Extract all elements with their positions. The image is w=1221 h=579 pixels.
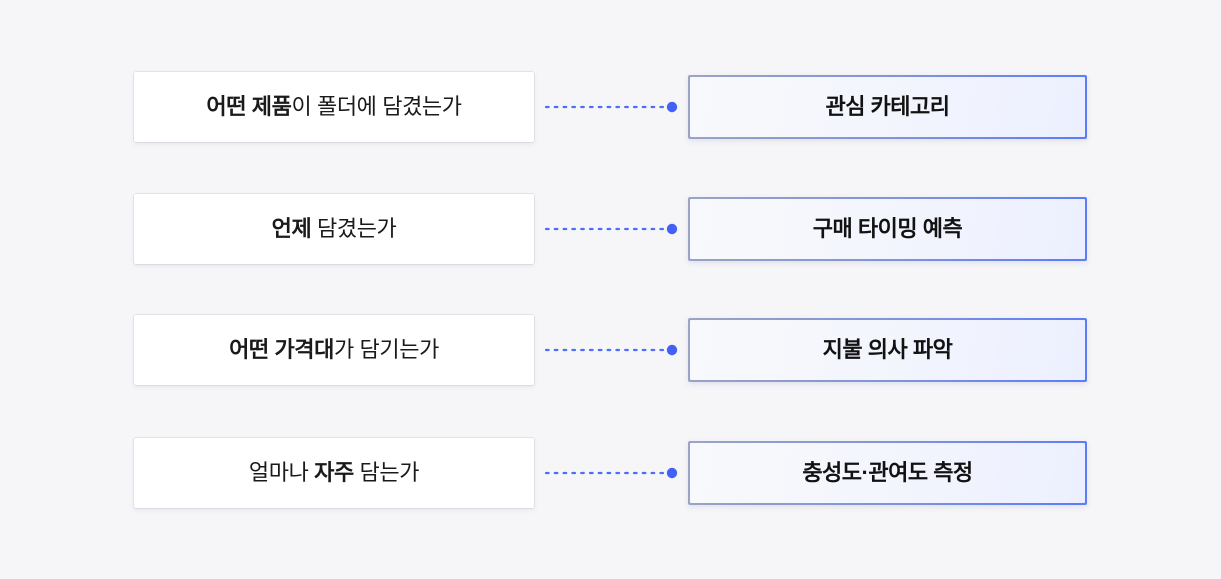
question-emphasis-3: 어떤 가격대 — [229, 337, 334, 362]
connector-end-dot-icon — [666, 467, 678, 479]
question-text-1: 어떤 제품이 폴더에 담겼는가 — [206, 94, 462, 119]
question-text-4: 얼마나 자주 담는가 — [248, 460, 420, 485]
insight-label-3: 지불 의사 파악 — [822, 337, 953, 362]
question-rest-1: 이 폴더에 담겼는가 — [291, 94, 462, 119]
insight-label-4: 충성도·관여도 측정 — [802, 460, 973, 485]
insight-label-2: 구매 타이밍 예측 — [812, 216, 963, 241]
dashed-line-icon — [544, 223, 678, 235]
insight-box-3[interactable]: 지불 의사 파악 — [688, 318, 1087, 382]
diagram-row: 얼마나 자주 담는가 충성도·관여도 측정 — [0, 438, 1221, 508]
question-text-3: 어떤 가격대가 담기는가 — [229, 339, 439, 361]
question-emphasis-2: 언제 — [271, 216, 312, 241]
question-rest-4: 담는가 — [353, 460, 420, 485]
question-box-1[interactable]: 어떤 제품이 폴더에 담겼는가 — [134, 72, 534, 142]
question-rest-2: 담겼는가 — [311, 216, 397, 241]
connector-2 — [542, 223, 678, 235]
question-emphasis-4: 자주 — [314, 460, 354, 485]
insight-label-1: 관심 카테고리 — [825, 94, 950, 119]
connector-end-dot-icon — [666, 223, 678, 235]
connector-1 — [542, 101, 678, 113]
diagram-row: 어떤 가격대가 담기는가 지불 의사 파악 — [0, 315, 1221, 385]
question-lead-4: 얼마나 — [248, 460, 315, 485]
diagram-row: 언제 담겼는가 구매 타이밍 예측 — [0, 194, 1221, 264]
insight-box-1[interactable]: 관심 카테고리 — [688, 75, 1087, 139]
question-rest-3: 가 담기는가 — [334, 337, 439, 362]
connector-3 — [542, 344, 678, 356]
question-box-2[interactable]: 언제 담겼는가 — [134, 194, 534, 264]
insight-box-2[interactable]: 구매 타이밍 예측 — [688, 197, 1087, 261]
insight-box-4[interactable]: 충성도·관여도 측정 — [688, 441, 1087, 505]
question-box-4[interactable]: 얼마나 자주 담는가 — [134, 438, 534, 508]
question-text-2: 언제 담겼는가 — [272, 218, 397, 240]
dashed-line-icon — [544, 344, 678, 356]
dashed-line-icon — [544, 101, 678, 113]
diagram-row: 어떤 제품이 폴더에 담겼는가 관심 카테고리 — [0, 72, 1221, 142]
connector-4 — [542, 467, 678, 479]
question-emphasis-1: 어떤 제품 — [206, 94, 292, 119]
connector-end-dot-icon — [666, 344, 678, 356]
question-box-3[interactable]: 어떤 가격대가 담기는가 — [134, 315, 534, 385]
connector-end-dot-icon — [666, 101, 678, 113]
dashed-line-icon — [544, 467, 678, 479]
